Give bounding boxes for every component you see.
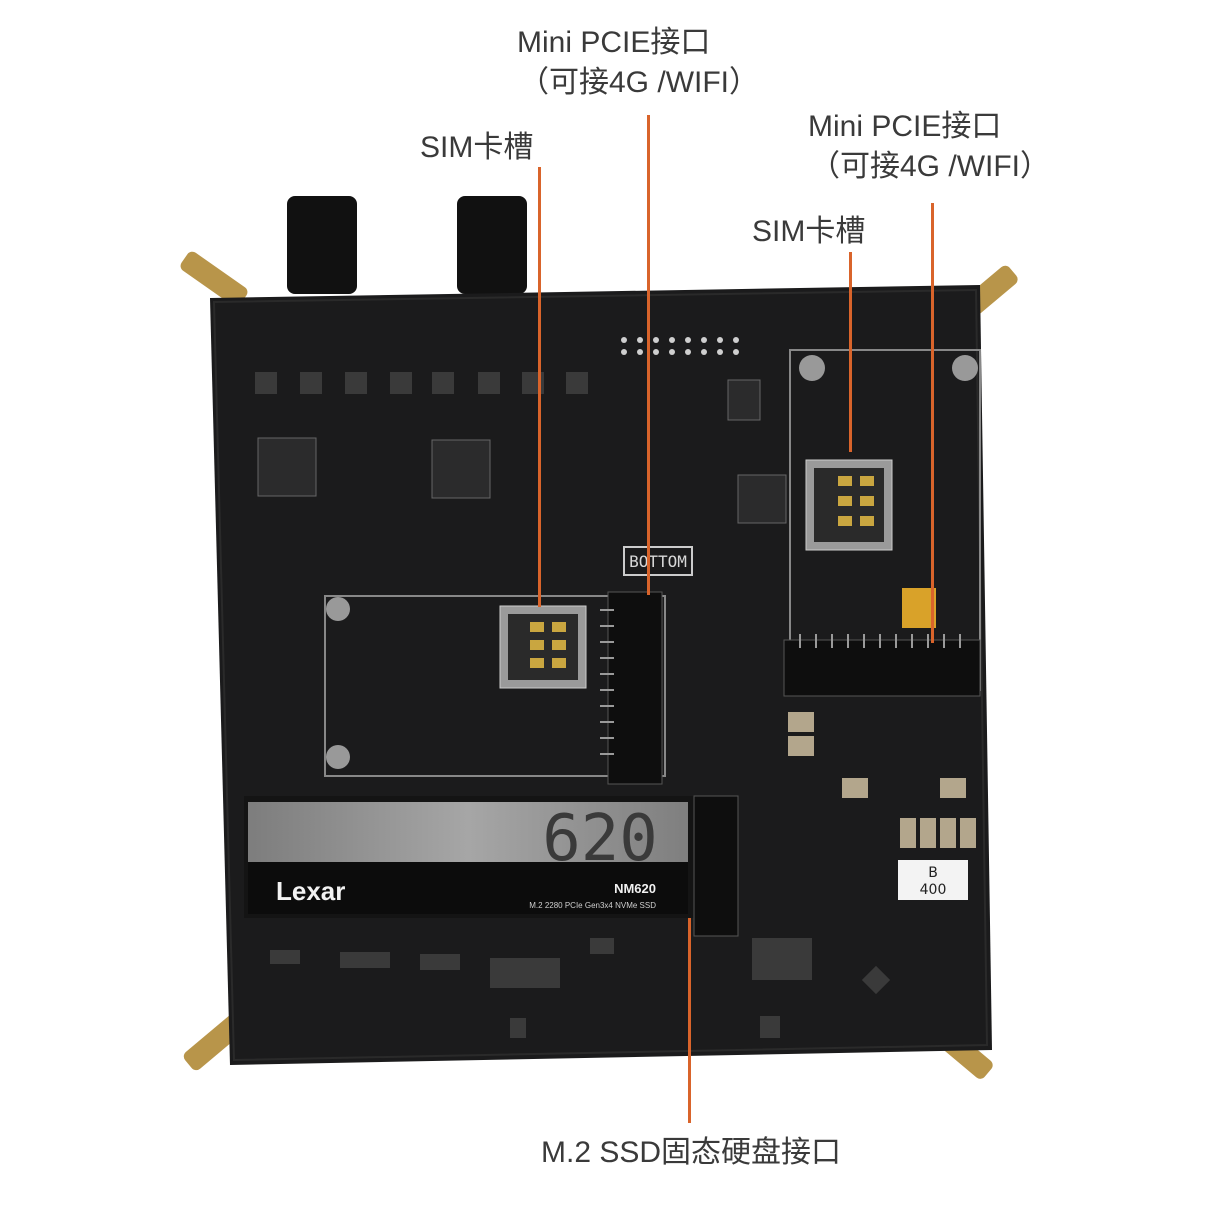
antenna-connectors: [287, 196, 527, 294]
top-components: [257, 379, 787, 524]
silkscreen-bottom: BOTTOM: [629, 552, 687, 571]
header-pins: [621, 337, 739, 355]
callout-m2-ssd: M.2 SSD固态硬盘接口: [541, 1136, 842, 1169]
fuse-label-letter: B: [928, 865, 938, 881]
leader-line-mini-pcie-left: [647, 115, 650, 595]
ssd-spec: M.2 2280 PCIe Gen3x4 NVMe SSD: [529, 901, 656, 910]
mini-pcie-left-pins: [600, 609, 614, 755]
callout-mini-pcie-left-line1: Mini PCIE接口: [517, 26, 711, 59]
callout-mini-pcie-left-line2: （可接4G /WIFI）: [519, 66, 759, 99]
callout-mini-pcie-right-line2: （可接4G /WIFI）: [810, 150, 1050, 183]
callout-mini-pcie-right: Mini PCIE接口 （可接4G /WIFI）: [808, 107, 1050, 187]
leader-line-m2-ssd: [688, 918, 691, 1123]
mini-pcie-left-outline: [324, 595, 666, 777]
m2-ssd-module: 620 Lexar NM620 M.2 2280 PCIe Gen3x4 NVM…: [244, 795, 739, 937]
leader-line-mini-pcie-right: [931, 203, 934, 643]
mini-pcie-left-slot: [607, 591, 663, 785]
mini-pcie-right-pins: [799, 634, 961, 648]
leader-line-sim-right: [849, 252, 852, 452]
fuse-label-value: 400: [920, 882, 947, 898]
sim-slot-left: [499, 605, 587, 689]
callout-mini-pcie-left: Mini PCIE接口 （可接4G /WIFI）: [517, 23, 759, 103]
fuse-label-box: [898, 860, 968, 900]
ssd-brand: Lexar: [276, 876, 345, 906]
mini-pcie-right-slot: [783, 639, 981, 697]
callout-sim-right: SIM卡槽: [752, 215, 866, 248]
sim-slot-right: [805, 459, 893, 551]
leader-line-sim-left: [538, 167, 541, 607]
callout-mini-pcie-right-line1: Mini PCIE接口: [808, 110, 1002, 143]
ssd-model: NM620: [614, 881, 656, 896]
callout-sim-left: SIM卡槽: [420, 131, 534, 164]
bottom-components: [270, 938, 891, 1038]
capacitors-right: [788, 712, 976, 848]
tantalum-capacitor: [902, 588, 936, 628]
